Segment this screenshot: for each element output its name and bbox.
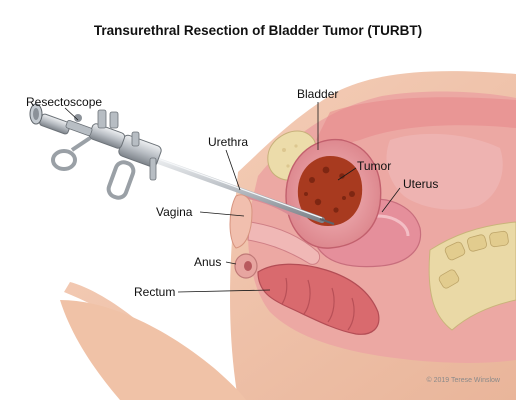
label-urethra: Urethra — [208, 135, 248, 149]
label-tumor: Tumor — [357, 159, 391, 173]
abdominal-wall — [316, 97, 516, 145]
diagram-title: Transurethral Resection of Bladder Tumor… — [94, 23, 422, 38]
bowel — [386, 133, 503, 210]
vertebrae — [438, 230, 509, 289]
label-anus: Anus — [194, 255, 221, 269]
leader-lines — [64, 102, 401, 293]
tumor-texture — [304, 166, 355, 213]
thigh — [60, 300, 246, 400]
tumor — [297, 156, 363, 226]
label-rectum: Rectum — [134, 285, 175, 299]
vagina — [247, 221, 321, 265]
copyright-credit: © 2019 Terese Winslow — [426, 376, 500, 384]
labia — [229, 194, 253, 249]
label-bladder: Bladder — [297, 87, 338, 101]
label-uterus: Uterus — [403, 177, 438, 191]
label-vagina: Vagina — [156, 205, 193, 219]
rectum-folds — [281, 277, 355, 331]
resectoscope — [29, 103, 335, 225]
rectum — [257, 263, 380, 335]
label-resectoscope: Resectoscope — [26, 95, 102, 109]
